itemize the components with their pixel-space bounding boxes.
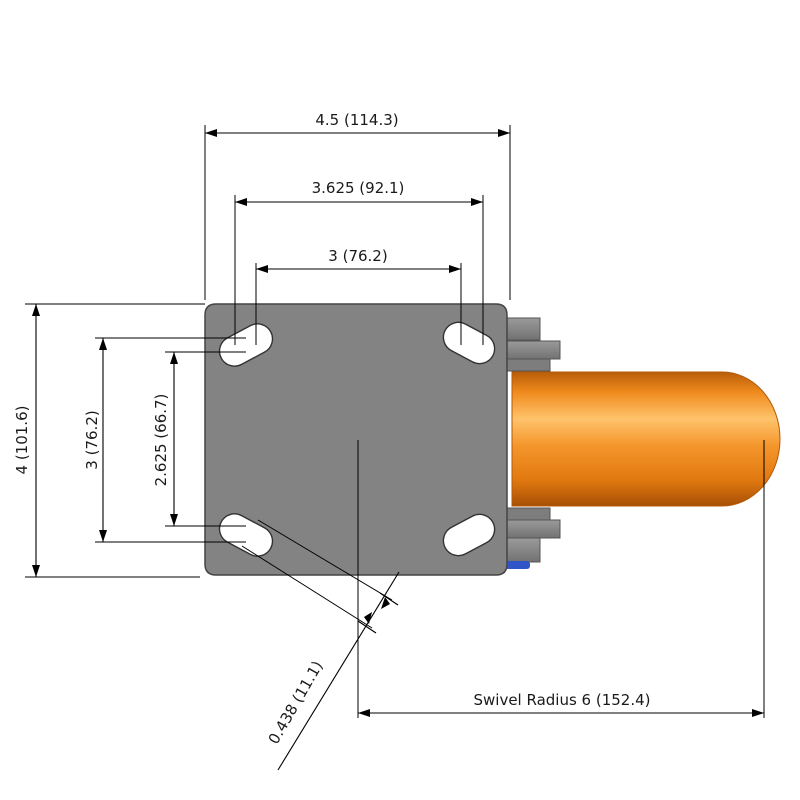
bolt-hole-bottom-right bbox=[442, 513, 496, 557]
top-plate bbox=[204, 303, 508, 576]
bolt-holes bbox=[218, 321, 496, 557]
bolt-hole-top-right bbox=[442, 321, 496, 365]
dim-hole-span-outer: 3.625 (92.1) bbox=[235, 179, 483, 206]
bolt-hole-bottom-left bbox=[218, 513, 274, 557]
bolt-hole-top-left bbox=[218, 323, 274, 367]
swivel-radius-label: Swivel Radius 6 (152.4) bbox=[473, 691, 650, 709]
wheel bbox=[511, 371, 781, 507]
hole-vertical-inner-label: 2.625 (66.7) bbox=[152, 394, 170, 487]
hole-span-inner-label: 3 (76.2) bbox=[328, 247, 387, 265]
plate-length-label: 4 (101.6) bbox=[13, 406, 31, 475]
dim-hole-span-inner: 3 (76.2) bbox=[256, 247, 461, 273]
plate-width-label: 4.5 (114.3) bbox=[315, 111, 398, 129]
hole-span-outer-label: 3.625 (92.1) bbox=[312, 179, 405, 197]
hub-accent bbox=[505, 561, 530, 569]
dim-plate-length: 4 (101.6) bbox=[13, 304, 40, 577]
dim-plate-width: 4.5 (114.3) bbox=[205, 111, 510, 137]
dim-hole-vertical-outer: 3 (76.2) bbox=[83, 338, 107, 542]
dim-hole-vertical-inner: 2.625 (66.7) bbox=[152, 352, 178, 526]
hole-vertical-outer-label: 3 (76.2) bbox=[83, 410, 101, 469]
dim-swivel-radius: Swivel Radius 6 (152.4) bbox=[358, 691, 764, 717]
bolt-hole-label: 0.438 (11.1) bbox=[265, 658, 327, 747]
